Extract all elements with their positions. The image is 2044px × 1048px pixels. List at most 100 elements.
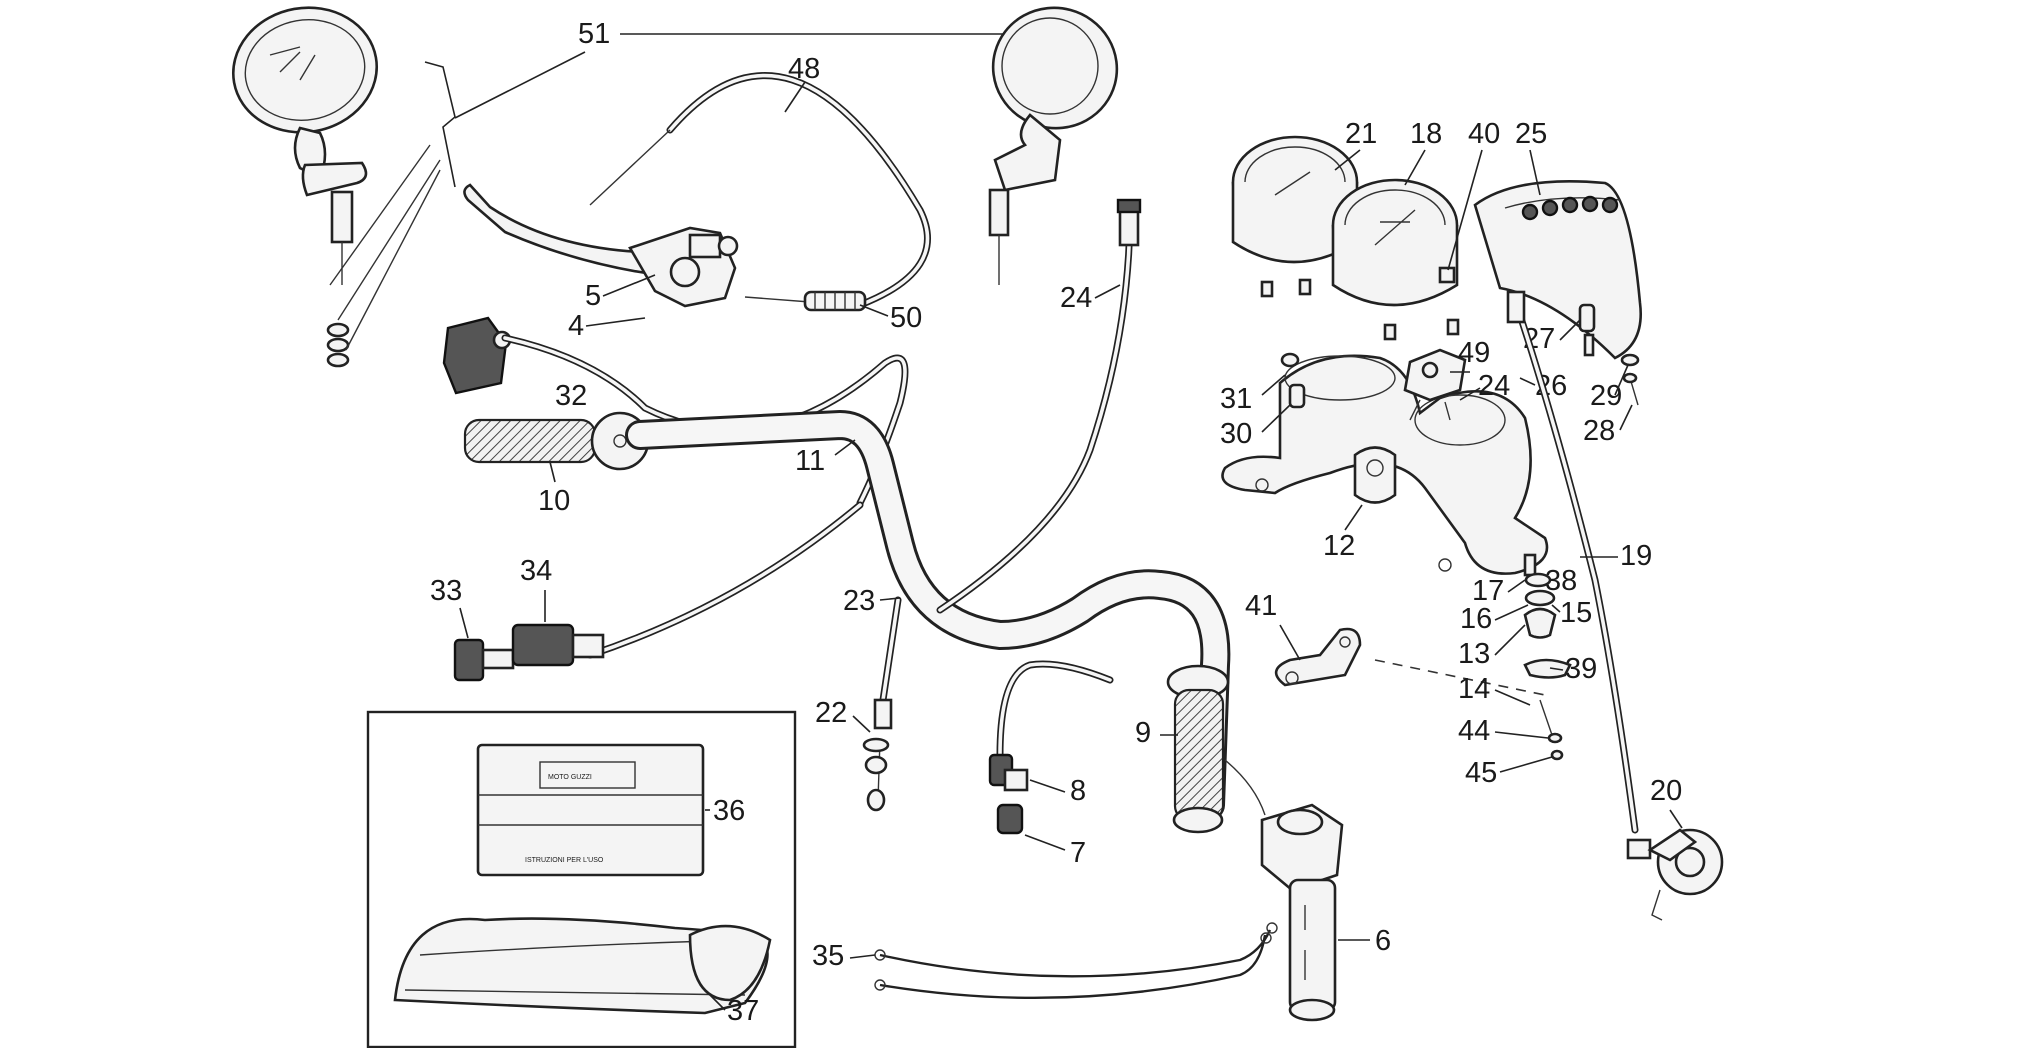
part-number-17: 17 bbox=[1472, 575, 1504, 607]
leader-28 bbox=[1619, 404, 1633, 431]
part-number-32: 32 bbox=[555, 380, 587, 412]
leader-4 bbox=[585, 317, 646, 327]
ignition-switch-49 bbox=[1403, 348, 1467, 421]
leader-39 bbox=[1549, 667, 1564, 671]
leader-30 bbox=[1261, 404, 1291, 433]
part-number-24-left: 24 bbox=[1060, 282, 1092, 314]
part-number-6: 6 bbox=[1375, 925, 1391, 957]
left-mirror bbox=[231, 6, 441, 368]
leader-21 bbox=[1334, 149, 1361, 171]
part-number-23: 23 bbox=[843, 585, 875, 617]
part-number-28: 28 bbox=[1583, 415, 1615, 447]
part-number-37: 37 bbox=[727, 995, 759, 1027]
part-number-38: 38 bbox=[1545, 565, 1577, 597]
bulbs-31-30 bbox=[1280, 352, 1306, 409]
part-number-36: 36 bbox=[713, 795, 745, 827]
leader-29 bbox=[1614, 364, 1629, 396]
part-number-5: 5 bbox=[585, 280, 601, 312]
part-number-40: 40 bbox=[1468, 118, 1500, 150]
bulb-27 bbox=[1578, 303, 1596, 357]
leader-26 bbox=[1519, 377, 1536, 386]
assembly-line-14 bbox=[1374, 659, 1546, 696]
part-number-50: 50 bbox=[890, 302, 922, 334]
part-number-11: 11 bbox=[795, 445, 825, 477]
part-number-41: 41 bbox=[1245, 590, 1277, 622]
part-number-12: 12 bbox=[1323, 530, 1355, 562]
grommet-29-screw-28 bbox=[1620, 353, 1640, 406]
part-number-25: 25 bbox=[1515, 118, 1547, 150]
leader-24-right bbox=[1459, 387, 1481, 401]
part-number-18: 18 bbox=[1410, 118, 1442, 150]
switch-8-7 bbox=[988, 753, 1029, 835]
part-number-39: 39 bbox=[1565, 653, 1597, 685]
leader-14 bbox=[1494, 689, 1531, 706]
part-number-48: 48 bbox=[788, 53, 820, 85]
part-number-21: 21 bbox=[1345, 118, 1377, 150]
part-number-15: 15 bbox=[1560, 597, 1592, 629]
leader-17 bbox=[1507, 579, 1526, 593]
part-number-16: 16 bbox=[1460, 603, 1492, 635]
instrument-bracket-12 bbox=[1221, 354, 1549, 575]
owner-manual-36: MOTO GUZZI ISTRUZIONI PER L'USO bbox=[476, 743, 705, 877]
leader-31 bbox=[1261, 374, 1286, 396]
leader-22 bbox=[852, 715, 871, 733]
part-number-10: 10 bbox=[538, 485, 570, 517]
part-number-4: 4 bbox=[568, 310, 584, 342]
part-number-49: 49 bbox=[1458, 337, 1490, 369]
leader-12 bbox=[1344, 504, 1363, 531]
leader-15 bbox=[1551, 604, 1561, 613]
gauge-21 bbox=[1231, 135, 1359, 298]
part-number-13: 13 bbox=[1458, 638, 1490, 670]
part-number-22: 22 bbox=[815, 697, 847, 729]
leader-25 bbox=[1529, 149, 1541, 196]
tool-pouch-37 bbox=[393, 917, 772, 1015]
spring-50 bbox=[744, 290, 867, 312]
manual-cover-text: ISTRUZIONI PER L'USO bbox=[525, 857, 604, 864]
part-number-45: 45 bbox=[1465, 757, 1497, 789]
leader-51-left bbox=[424, 61, 456, 188]
leader-7 bbox=[1024, 834, 1066, 851]
leader-48 bbox=[784, 81, 806, 113]
leader-44 bbox=[1494, 731, 1549, 739]
cable-34 bbox=[586, 501, 864, 659]
leader-13 bbox=[1494, 624, 1526, 656]
kit-box bbox=[366, 710, 797, 1048]
part-number-44: 44 bbox=[1458, 715, 1490, 747]
leader-18 bbox=[1404, 149, 1426, 186]
left-switch-32 bbox=[442, 316, 512, 395]
bracket-41 bbox=[1274, 627, 1362, 687]
right-mirror bbox=[988, 6, 1119, 285]
leader-50 bbox=[859, 304, 889, 317]
part-number-35: 35 bbox=[812, 940, 844, 972]
clutch-lever bbox=[463, 183, 739, 308]
manual-logo-text: MOTO GUZZI bbox=[548, 774, 592, 781]
leader-37 bbox=[699, 984, 726, 1011]
leader-20 bbox=[1669, 809, 1683, 829]
connector-33-34 bbox=[453, 623, 605, 682]
part-number-51: 51 bbox=[578, 18, 610, 50]
part-number-19: 19 bbox=[1620, 540, 1652, 572]
leader-51-diag bbox=[454, 51, 586, 119]
grip-10 bbox=[463, 411, 650, 471]
leader-33 bbox=[459, 607, 469, 639]
leader-35 bbox=[849, 954, 876, 959]
part-number-7: 7 bbox=[1070, 837, 1086, 869]
cables-35 bbox=[874, 922, 1278, 1000]
leader-40 bbox=[1447, 149, 1483, 271]
part-number-8: 8 bbox=[1070, 775, 1086, 807]
part-number-14: 14 bbox=[1458, 673, 1490, 705]
part-number-30: 30 bbox=[1220, 418, 1252, 450]
leader-23 bbox=[879, 597, 901, 601]
leader-27 bbox=[1559, 319, 1581, 341]
part-number-34: 34 bbox=[520, 555, 552, 587]
part-number-33: 33 bbox=[430, 575, 462, 607]
leader-5 bbox=[602, 274, 656, 297]
throttle-wire bbox=[1224, 759, 1266, 816]
warning-light-panel-25 bbox=[1473, 180, 1642, 360]
leader-24-left bbox=[1094, 284, 1121, 299]
cable-23-22 bbox=[862, 596, 902, 812]
part-number-29: 29 bbox=[1590, 380, 1622, 412]
part-number-9: 9 bbox=[1135, 717, 1151, 749]
sensor-20 bbox=[1626, 828, 1724, 921]
